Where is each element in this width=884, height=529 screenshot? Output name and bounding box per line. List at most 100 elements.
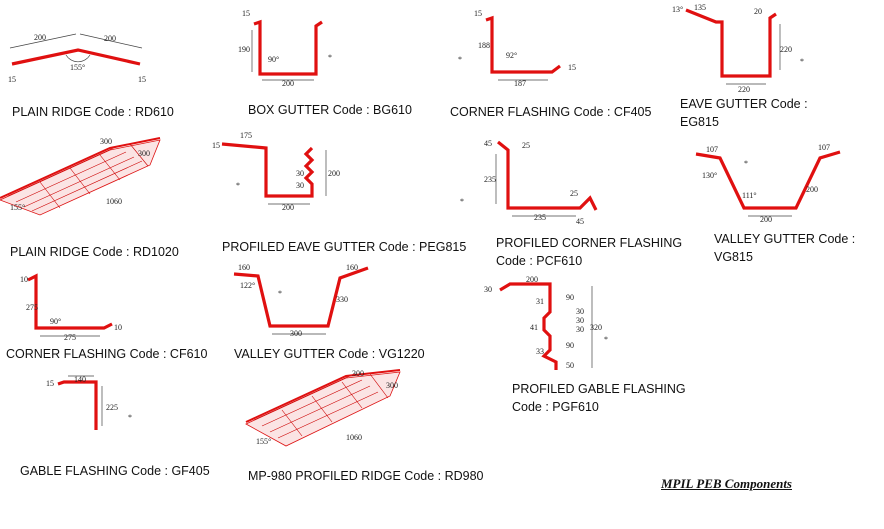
drawing-peg815: 175 15 200 30 30 200 * (212, 131, 340, 212)
drawing-cf610: 275 275 90° 10 10 (20, 273, 122, 342)
caption-pgf610: PROFILED GABLE FLASHING Code : PGF610 (512, 382, 686, 414)
dim-label: 30 (484, 285, 492, 294)
dim-label: 90° (268, 55, 279, 64)
dim-label: 45 (484, 139, 492, 148)
dim-label: 45 (576, 217, 584, 226)
dim-label: 275 (26, 303, 38, 312)
drawing-pcf610: 45 25 235 235 25 45 * (460, 139, 598, 226)
dim-label: 20 (754, 7, 762, 16)
dim-label: 300 (100, 137, 112, 146)
dim-label: 107 (818, 143, 830, 152)
dim-label: 15 (242, 9, 250, 18)
caption-vg1220: VALLEY GUTTER Code : VG1220 (234, 347, 425, 361)
dim-label: 135 (694, 3, 706, 12)
dim-label: * (744, 159, 748, 168)
dim-label: 300 (352, 369, 364, 378)
dim-label: 90 (566, 341, 574, 350)
dim-label: 200 (526, 275, 538, 284)
dim-label: * (236, 181, 240, 190)
dim-label: 200 (34, 33, 46, 42)
dim-label: * (460, 197, 464, 206)
caption-rd980: MP-980 PROFILED RIDGE Code : RD980 (248, 469, 484, 483)
dim-label: 15 (138, 75, 146, 84)
dim-label: 175 (240, 131, 252, 140)
dim-label: 155° (256, 437, 271, 446)
dim-label: 15 (474, 9, 482, 18)
caption-bg610: BOX GUTTER Code : BG610 (248, 103, 412, 117)
dim-label: 10 (114, 323, 122, 332)
dim-label: 30 (576, 307, 584, 316)
dim-label: 220 (780, 45, 792, 54)
dim-label: 33 (536, 347, 544, 356)
dim-label: 130° (702, 171, 717, 180)
drawing-rd610: 200 200 155° 15 15 (8, 33, 146, 84)
dim-label: 200 (282, 203, 294, 212)
caption-vg815: VALLEY GUTTER Code : VG815 (714, 232, 856, 264)
caption-eg815: EAVE GUTTER Code : EG815 (680, 97, 808, 129)
dim-label: 220 (738, 85, 750, 94)
dim-label: 30 (576, 325, 584, 334)
dim-label: 190 (238, 45, 250, 54)
dim-label: 15 (212, 141, 220, 150)
dim-label: 90° (50, 317, 61, 326)
dim-label: 330 (336, 295, 348, 304)
dim-label: 13° (672, 5, 683, 14)
dim-label: 155° (10, 203, 25, 212)
dim-label: 300 (138, 149, 150, 158)
caption-gf405: GABLE FLASHING Code : GF405 (20, 464, 210, 478)
dim-label: 122° (240, 281, 255, 290)
caption-cf405: CORNER FLASHING Code : CF405 (450, 105, 652, 119)
dim-label: * (278, 289, 282, 298)
dim-label: 200 (760, 215, 772, 224)
drawing-pgf610: 30 200 31 90 30 30 30 41 320 33 90 50 * (484, 275, 608, 370)
dim-label: 30 (576, 316, 584, 325)
dim-label: 140 (74, 375, 86, 384)
dim-label: * (128, 413, 132, 422)
dim-label: 320 (590, 323, 602, 332)
footer-title: MPIL PEB Components (661, 476, 792, 491)
drawing-vg1220: 160 160 122° 300 330 * (233, 263, 369, 338)
caption-cf610: CORNER FLASHING Code : CF610 (6, 347, 208, 361)
caption-rd610: PLAIN RIDGE Code : RD610 (12, 105, 174, 119)
dim-label: 1060 (106, 197, 122, 206)
dim-label: 200 (282, 79, 294, 88)
drawing-rd980: 300 300 1060 155° (245, 369, 401, 447)
dim-label: 10 (20, 275, 28, 284)
drawing-eg815: 13° 135 20 220 220 * (672, 3, 804, 94)
dim-label: 111° (742, 191, 757, 200)
dim-label: 225 (106, 403, 118, 412)
dim-label: 107 (706, 145, 718, 154)
dim-label: 15 (568, 63, 576, 72)
drawing-vg815: 107 107 130° 111° 200 200 * (695, 143, 841, 224)
dim-label: 25 (570, 189, 578, 198)
dim-label: 275 (64, 333, 76, 342)
dim-label: 30 (296, 169, 304, 178)
dim-label: 92° (506, 51, 517, 60)
dim-label: 300 (386, 381, 398, 390)
drawing-bg610: 15 190 90° 200 * (238, 9, 332, 88)
dim-label: 31 (536, 297, 544, 306)
dim-label: 15 (46, 379, 54, 388)
caption-peg815: PROFILED EAVE GUTTER Code : PEG815 (222, 240, 467, 254)
dim-label: 160 (346, 263, 358, 272)
dim-label: 160 (238, 263, 250, 272)
dim-label: * (604, 335, 608, 344)
dim-label: 200 (104, 34, 116, 43)
dim-label: * (458, 55, 462, 64)
dim-label: 187 (514, 79, 526, 88)
dim-label: 200 (328, 169, 340, 178)
dim-label: 15 (8, 75, 16, 84)
caption-rd1020: PLAIN RIDGE Code : RD1020 (10, 245, 179, 259)
dim-label: 90 (566, 293, 574, 302)
dim-label: 1060 (346, 433, 362, 442)
dim-label: 25 (522, 141, 530, 150)
dim-label: * (328, 53, 332, 62)
dim-label: 188 (478, 41, 490, 50)
drawing-rd1020: 300 300 1060 155° (0, 137, 161, 216)
dim-label: 235 (484, 175, 496, 184)
dim-label: 41 (530, 323, 538, 332)
dim-label: 235 (534, 213, 546, 222)
dim-label: 155° (70, 63, 85, 72)
caption-pcf610: PROFILED CORNER FLASHING Code : PCF610 (496, 236, 683, 268)
